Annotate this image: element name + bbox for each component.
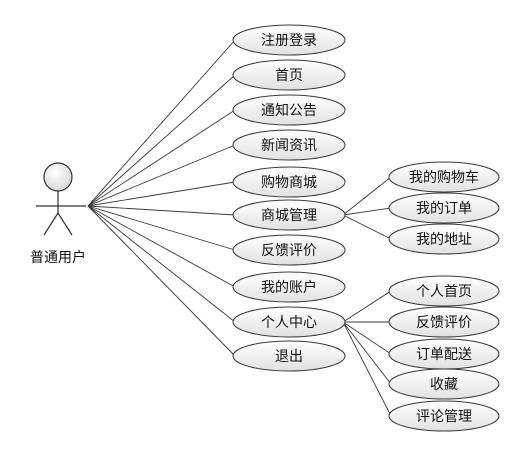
use-case-personal-feedback: 反馈评价 — [388, 306, 500, 338]
use-case-news: 新闻资讯 — [232, 129, 346, 161]
actor-left-leg — [43, 212, 59, 236]
actor-name: 普通用户 — [30, 249, 86, 266]
use-case-my-orders: 我的订单 — [388, 192, 500, 224]
use-case-favorites-label: 收藏 — [430, 377, 458, 393]
assoc-actor-notice — [87, 109, 236, 207]
use-case-favorites-ellipse — [388, 368, 500, 400]
use-case-nodes: 注册登录首页通知公告新闻资讯购物商城商城管理我的购物车我的订单我的地址反馈评价我… — [232, 24, 500, 432]
use-case-personal-home-ellipse — [388, 275, 500, 307]
use-case-my-cart: 我的购物车 — [388, 161, 500, 193]
use-case-feedback-ellipse — [232, 234, 346, 266]
assoc-actor-shopping-mall — [87, 181, 236, 207]
use-case-mall-management-ellipse — [232, 199, 346, 231]
use-case-mall-management: 商城管理 — [232, 199, 346, 231]
use-case-personal-center: 个人中心 — [232, 306, 346, 338]
assoc-actor-personal-center — [87, 205, 236, 323]
use-case-shopping-mall-label: 购物商城 — [261, 175, 317, 191]
use-case-personal-feedback-ellipse — [388, 306, 500, 338]
use-case-register-login-label: 注册登录 — [261, 33, 317, 49]
assoc-personal-center-comment-management — [342, 321, 392, 417]
assoc-actor-my-account — [87, 205, 236, 288]
use-case-my-cart-label: 我的购物车 — [409, 169, 479, 186]
use-case-shopping-mall: 购物商城 — [232, 166, 346, 198]
use-case-notice-label: 通知公告 — [261, 102, 317, 119]
use-case-personal-feedback-label: 反馈评价 — [416, 315, 472, 331]
use-case-logout-ellipse — [232, 340, 346, 372]
use-case-my-account-label: 我的账户 — [261, 279, 317, 296]
actor-head — [43, 162, 73, 192]
use-case-my-account-ellipse — [232, 271, 346, 303]
assoc-mall-management-my-orders — [342, 207, 392, 216]
assoc-actor-news — [87, 144, 236, 207]
assoc-mall-management-my-address — [342, 214, 392, 240]
use-case-notice-ellipse — [232, 94, 346, 126]
assoc-actor-home — [87, 74, 236, 207]
assoc-personal-center-personal-home — [342, 290, 392, 323]
assoc-mall-management-my-cart — [342, 176, 392, 216]
use-case-order-delivery-label: 订单配送 — [416, 347, 472, 363]
use-case-mall-management-label: 商城管理 — [261, 208, 317, 224]
use-case-my-orders-ellipse — [388, 192, 500, 224]
use-case-favorites: 收藏 — [388, 368, 500, 400]
assoc-personal-center-order-delivery — [342, 321, 392, 355]
use-case-notice: 通知公告 — [232, 94, 346, 126]
assoc-personal-center-favorites — [342, 321, 392, 385]
use-case-my-address-ellipse — [388, 223, 500, 255]
assoc-actor-logout — [87, 205, 236, 357]
use-case-personal-center-label: 个人中心 — [261, 315, 317, 331]
assoc-actor-feedback — [87, 205, 236, 251]
use-case-personal-home-label: 个人首页 — [416, 284, 472, 300]
use-case-home: 首页 — [232, 59, 346, 91]
use-case-comment-management-ellipse — [388, 400, 500, 432]
use-case-register-login-ellipse — [232, 24, 346, 56]
use-case-shopping-mall-ellipse — [232, 166, 346, 198]
use-case-my-address: 我的地址 — [388, 223, 500, 255]
actor-user: 普通用户 — [30, 162, 86, 266]
association-lines — [87, 39, 392, 417]
use-case-my-account: 我的账户 — [232, 271, 346, 303]
use-case-home-ellipse — [232, 59, 346, 91]
use-case-logout-label: 退出 — [275, 349, 303, 365]
use-case-feedback-label: 反馈评价 — [261, 243, 317, 259]
use-case-news-ellipse — [232, 129, 346, 161]
use-case-news-label: 新闻资讯 — [261, 138, 317, 154]
use-case-comment-management-label: 评论管理 — [416, 409, 472, 425]
use-case-personal-home: 个人首页 — [388, 275, 500, 307]
use-case-order-delivery: 订单配送 — [388, 338, 500, 370]
assoc-actor-mall-management — [87, 205, 236, 216]
assoc-actor-register-login — [87, 39, 236, 207]
use-case-personal-center-ellipse — [232, 306, 346, 338]
actor-right-leg — [57, 212, 73, 236]
use-case-my-address-label: 我的地址 — [416, 232, 472, 248]
use-case-feedback: 反馈评价 — [232, 234, 346, 266]
use-case-register-login: 注册登录 — [232, 24, 346, 56]
use-case-logout: 退出 — [232, 340, 346, 372]
use-case-home-label: 首页 — [275, 68, 303, 84]
use-case-comment-management: 评论管理 — [388, 400, 500, 432]
use-case-my-cart-ellipse — [388, 161, 500, 193]
use-case-my-orders-label: 我的订单 — [416, 201, 472, 217]
